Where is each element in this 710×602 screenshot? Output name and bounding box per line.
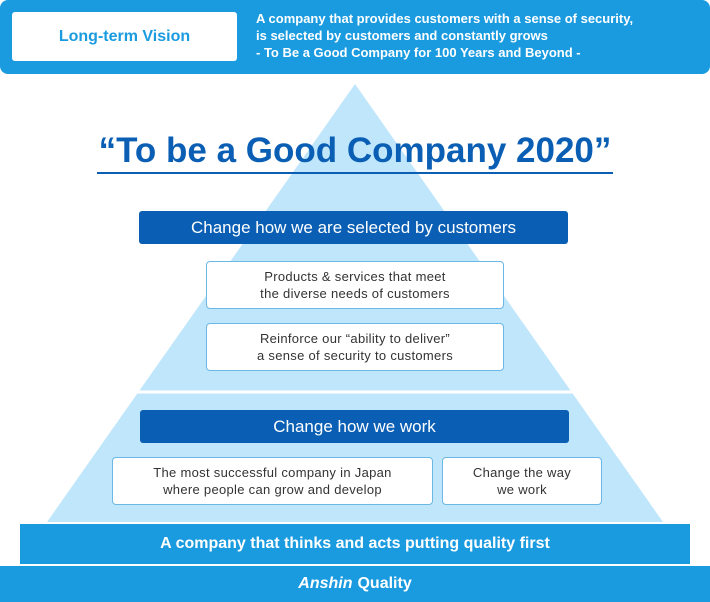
upper-item-2: Reinforce our “ability to deliver” a sen…: [206, 323, 504, 371]
vision-line-3: - To Be a Good Company for 100 Years and…: [256, 45, 581, 60]
vision-statement: A company that provides customers with a…: [256, 10, 706, 61]
upper-heading: Change how we are selected by customers: [139, 211, 568, 244]
lower-item-1-line-2: where people can grow and develop: [163, 482, 382, 497]
vision-line-1: A company that provides customers with a…: [256, 11, 634, 26]
lower-item-2: Change the way we work: [442, 457, 602, 505]
upper-item-2-line-1: Reinforce our “ability to deliver”: [259, 331, 451, 346]
main-title: “To be a Good Company 2020”: [0, 132, 710, 174]
lower-item-1-line-1: The most successful company in Japan: [153, 465, 392, 480]
footer-text: Quality: [357, 575, 412, 592]
foundation-bar: A company that thinks and acts putting q…: [20, 524, 690, 564]
upper-item-1-line-2: the diverse needs of customers: [260, 286, 450, 301]
main-title-text: “To be a Good Company 2020”: [96, 132, 614, 174]
footer-emphasis: Anshin: [298, 575, 353, 592]
lower-item-2-line-2: we work: [497, 482, 547, 497]
vision-line-2: is selected by customers and constantly …: [256, 28, 548, 43]
footer-bar: Anshin Quality: [0, 566, 710, 602]
lower-item-2-line-1: Change the way: [472, 465, 572, 480]
vision-label: Long-term Vision: [12, 12, 237, 61]
lower-item-1: The most successful company in Japan whe…: [112, 457, 433, 505]
vision-banner: Long-term Vision A company that provides…: [0, 0, 710, 74]
upper-item-1-line-1: Products & services that meet: [264, 269, 446, 284]
lower-heading: Change how we work: [140, 410, 569, 443]
upper-item-1: Products & services that meet the divers…: [206, 261, 504, 309]
upper-item-2-line-2: a sense of security to customers: [256, 348, 453, 363]
